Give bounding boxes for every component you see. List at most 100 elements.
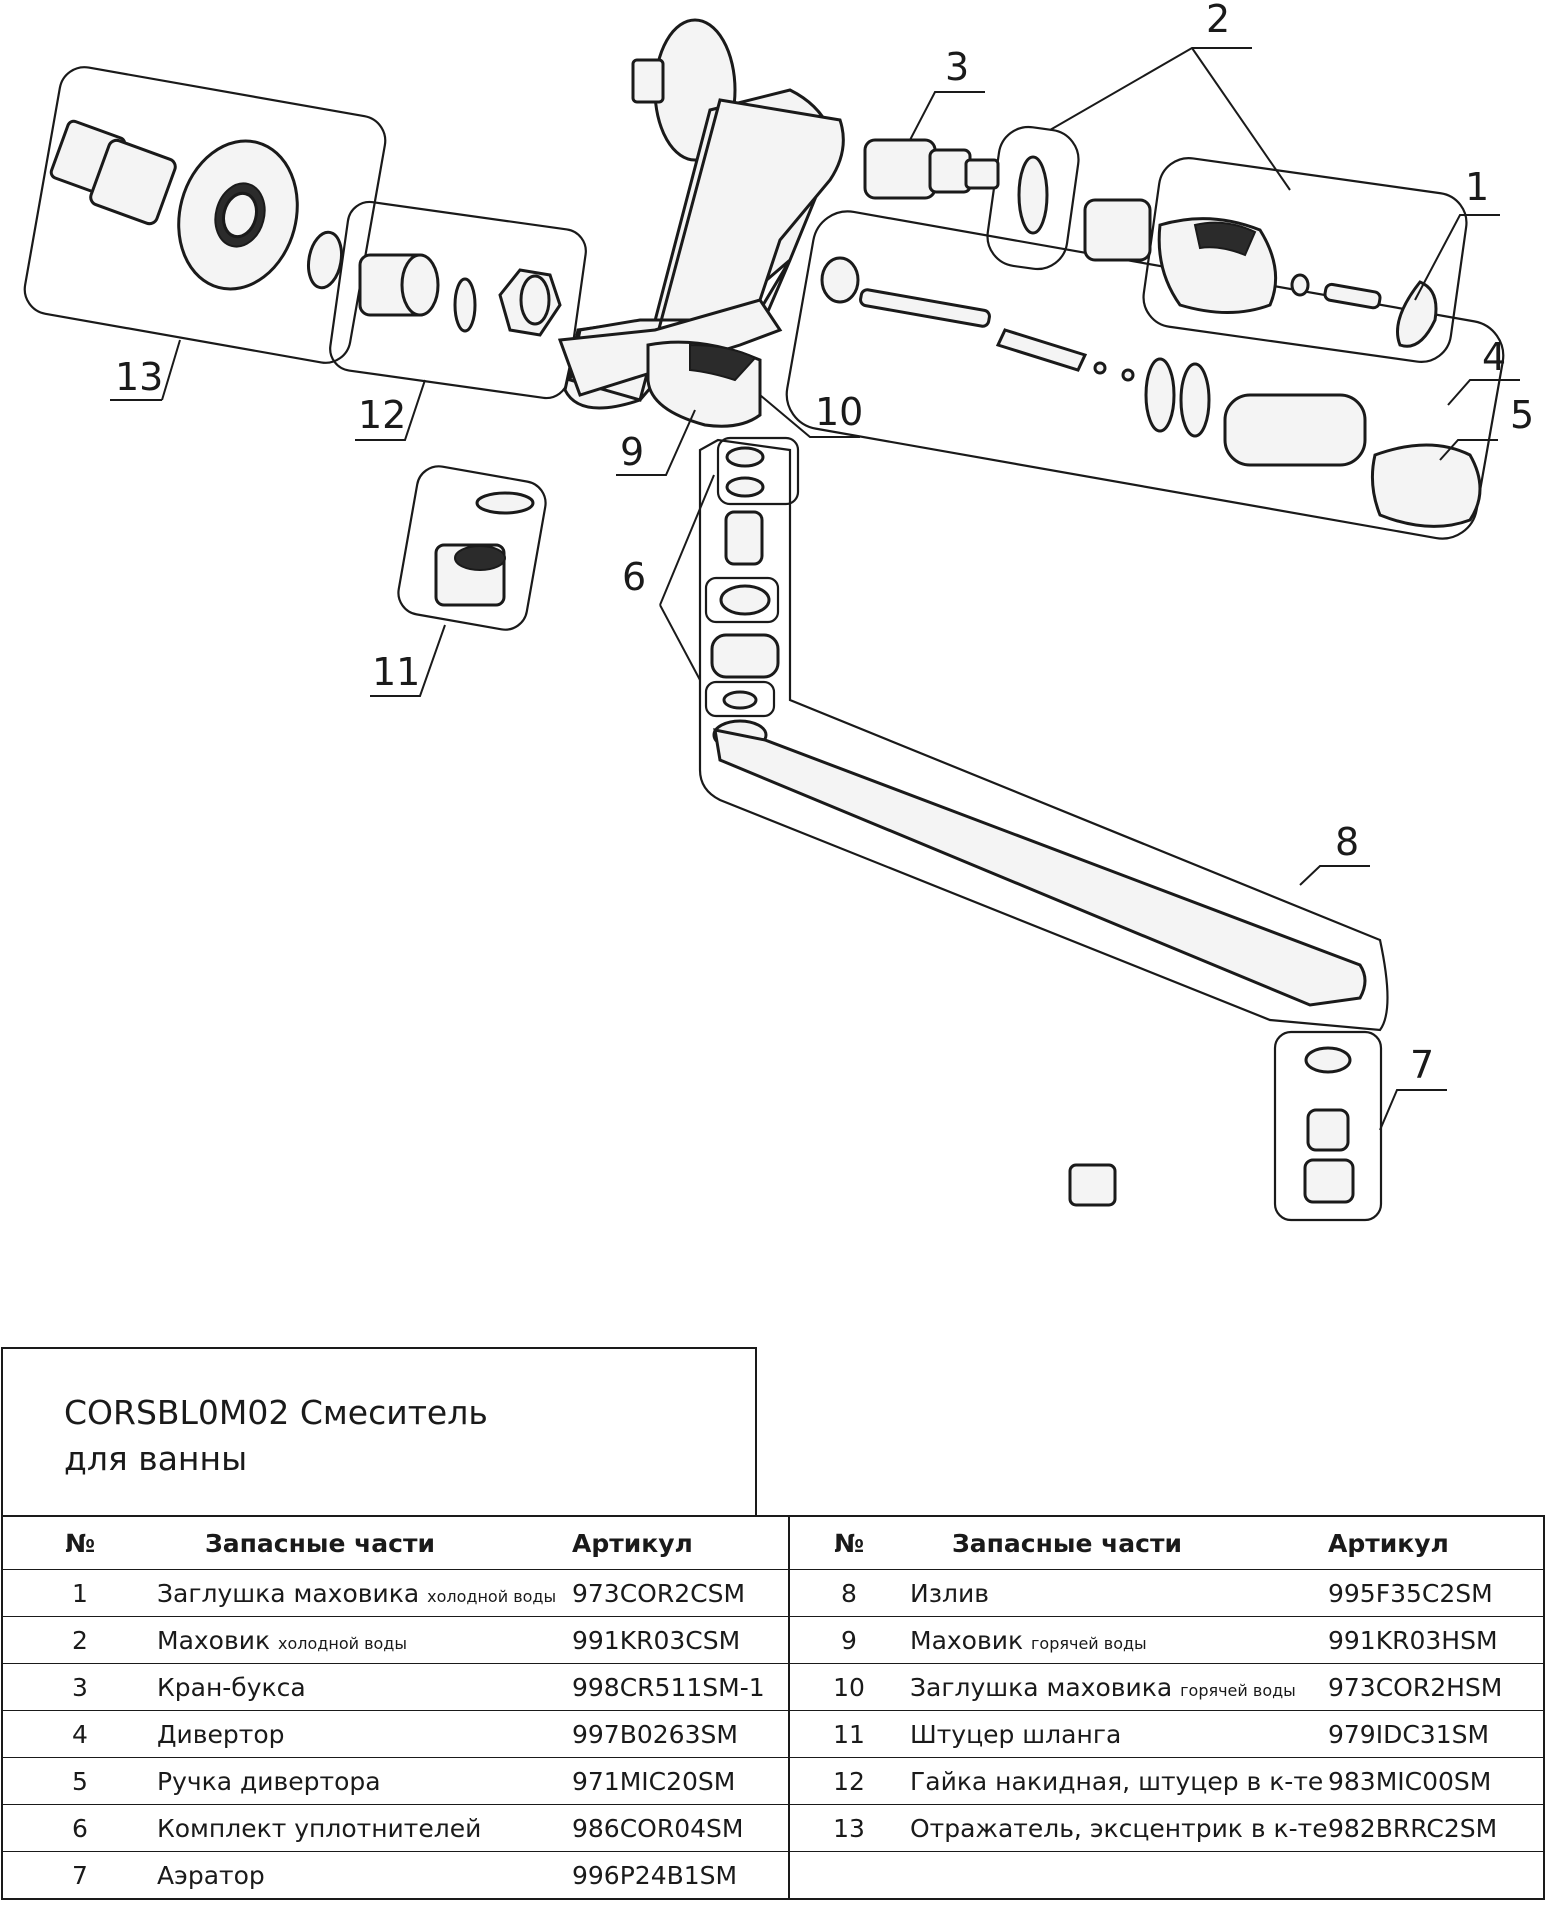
cell-article: 997B0263SM [572, 1710, 789, 1758]
part-9-hot-handle [646, 340, 762, 428]
cell-no: 2 [2, 1616, 157, 1664]
part-note: горячей воды [1031, 1633, 1147, 1653]
cell-no [788, 1851, 910, 1900]
cell-no: 12 [788, 1757, 910, 1805]
callout-1: 1 [1465, 165, 1489, 209]
part-5-diverter-knob [1370, 443, 1482, 528]
part-name: Дивертор [157, 1719, 285, 1749]
group-outline-12 [329, 200, 587, 400]
part-11-hose-fitting [434, 491, 535, 607]
header-no: № [788, 1516, 910, 1570]
callout-8: 8 [1335, 820, 1359, 864]
cell-part-name [910, 1851, 1328, 1900]
callout-3: 3 [945, 45, 969, 89]
cell-part-name: Излив [910, 1569, 1328, 1617]
cell-no: 1 [2, 1569, 157, 1617]
cell-no: 10 [788, 1663, 910, 1711]
cell-article: 973COR2HSM [1328, 1663, 1544, 1711]
part-name: Излив [910, 1578, 989, 1608]
cell-part-name: Аэратор [157, 1851, 572, 1900]
header-article: Артикул [572, 1516, 789, 1570]
callout-5: 5 [1510, 393, 1534, 437]
cell-no: 3 [2, 1663, 157, 1711]
callout-12: 12 [358, 393, 406, 437]
part-2-ring [1017, 155, 1049, 235]
part-note: холодной воды [278, 1633, 407, 1653]
cell-part-name: Гайка накидная, штуцер в к-те [910, 1757, 1328, 1805]
cell-no: 4 [2, 1710, 157, 1758]
cell-no: 13 [788, 1804, 910, 1852]
part-name: Гайка накидная, штуцер в к-те [910, 1766, 1324, 1796]
part-1-cap [1396, 280, 1438, 348]
cell-no: 8 [788, 1569, 910, 1617]
part-name: Комплект уплотнителей [157, 1813, 482, 1843]
group-outline-6-bot [704, 680, 776, 718]
cell-article: 973COR2CSM [572, 1569, 789, 1617]
group-outline-spout [698, 438, 1389, 1032]
part-2-spline-adapter [1083, 198, 1152, 262]
cell-part-name: Маховик горячей воды [910, 1616, 1328, 1664]
callout-13: 13 [115, 355, 163, 399]
group-outline-6-top [716, 436, 800, 506]
product-title-line-1: CORSBL0M02 Смеситель [64, 1393, 488, 1432]
part-name: Маховик [157, 1625, 271, 1655]
mixer-body [557, 18, 845, 410]
callout-2: 2 [1206, 0, 1230, 41]
part-note: холодной воды [427, 1586, 557, 1606]
part-4-diverter [820, 256, 1367, 467]
header-article: Артикул [1328, 1516, 1544, 1570]
cell-part-name: Штуцер шланга [910, 1710, 1328, 1758]
header-part: Запасные части [157, 1516, 572, 1570]
callout-9: 9 [620, 430, 644, 474]
callout-4: 4 [1482, 335, 1506, 379]
leader-lines [110, 47, 1520, 1131]
cell-part-name: Маховик холодной воды [157, 1616, 572, 1664]
cell-article: 998CR511SM-1 [572, 1663, 789, 1711]
group-outline-1 [1142, 157, 1468, 363]
cell-no: 5 [2, 1757, 157, 1805]
cell-article: 991KR03HSM [1328, 1616, 1544, 1664]
product-title: CORSBL0M02 Смеситель для ванны [64, 1390, 488, 1482]
table-header-row: № Запасные части Артикул [788, 1516, 1544, 1570]
product-title-line-2: для ванны [64, 1439, 248, 1478]
group-outline-6-mid [704, 576, 780, 624]
cell-part-name: Заглушка маховика горячей воды [910, 1663, 1328, 1711]
callout-10: 10 [815, 390, 863, 434]
cell-article: 995F35C2SM [1328, 1569, 1544, 1617]
part-3-cartridge [863, 138, 1000, 200]
cell-article: 982BRRC2SM [1328, 1804, 1544, 1852]
callout-11: 11 [372, 650, 420, 694]
part-name: Заглушка маховика [157, 1578, 420, 1608]
cell-article: 979IDC31SM [1328, 1710, 1544, 1758]
cell-article: 996P24B1SM [572, 1851, 789, 1900]
part-name: Аэратор [157, 1860, 265, 1890]
callout-7: 7 [1410, 1043, 1434, 1087]
title-frame [1, 1347, 757, 1516]
part-2-cold-handle [1157, 217, 1438, 348]
cell-article [1328, 1851, 1544, 1900]
group-outline-2 [986, 125, 1080, 271]
cell-part-name: Кран-букса [157, 1663, 572, 1711]
part-8-spout [712, 719, 1367, 1007]
part-name: Штуцер шланга [910, 1719, 1122, 1749]
cell-part-name: Дивертор [157, 1710, 572, 1758]
callout-6: 6 [622, 555, 646, 599]
cell-part-name: Заглушка маховика холодной воды [157, 1569, 572, 1617]
cell-no: 11 [788, 1710, 910, 1758]
part-6-seal-kit [710, 446, 780, 710]
cell-no: 9 [788, 1616, 910, 1664]
part-name: Отражатель, эксцентрик в к-те [910, 1813, 1328, 1843]
